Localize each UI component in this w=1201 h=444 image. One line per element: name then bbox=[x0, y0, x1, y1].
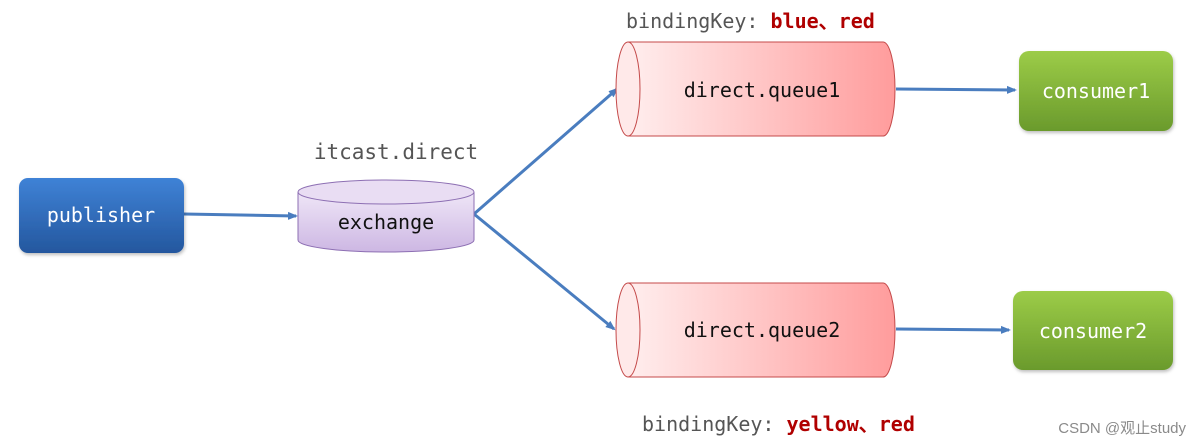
watermark-text: CSDN @观止study bbox=[1058, 420, 1186, 437]
queue1-binding-key: bindingKey: blue、red bbox=[626, 9, 875, 33]
queue2-binding-key: bindingKey: yellow、red bbox=[642, 412, 915, 436]
queue1-label: direct.queue1 bbox=[684, 78, 841, 102]
edges bbox=[183, 85, 1017, 334]
queue2-binding-key-prefix: bindingKey: bbox=[642, 412, 787, 436]
consumer2-label: consumer2 bbox=[1039, 319, 1147, 343]
edge-queue2-consumer2 bbox=[895, 325, 1011, 334]
queue1-binding-key-prefix: bindingKey: bbox=[626, 9, 771, 33]
exchange-node: exchange bbox=[297, 179, 475, 253]
edge-publisher-exchange bbox=[183, 211, 298, 220]
exchange-label: exchange bbox=[338, 210, 434, 234]
edge-queue1-consumer1 bbox=[895, 85, 1017, 94]
queue1-node: direct.queue1 bbox=[615, 41, 896, 137]
consumer2-node: consumer2 bbox=[1013, 291, 1173, 370]
queue2-node: direct.queue2 bbox=[615, 282, 896, 378]
edge-exchange-queue1 bbox=[473, 87, 619, 216]
queue2-binding-key-values: yellow、red bbox=[787, 412, 915, 436]
exchange-name-label: itcast.direct bbox=[314, 140, 478, 164]
queue1-binding-key-values: blue、red bbox=[771, 9, 875, 33]
publisher-node: publisher bbox=[19, 178, 184, 253]
queue2-label: direct.queue2 bbox=[684, 318, 841, 342]
consumer1-node: consumer1 bbox=[1019, 51, 1173, 131]
consumer1-label: consumer1 bbox=[1042, 79, 1150, 103]
publisher-label: publisher bbox=[47, 203, 155, 227]
edge-exchange-queue2 bbox=[473, 212, 616, 331]
